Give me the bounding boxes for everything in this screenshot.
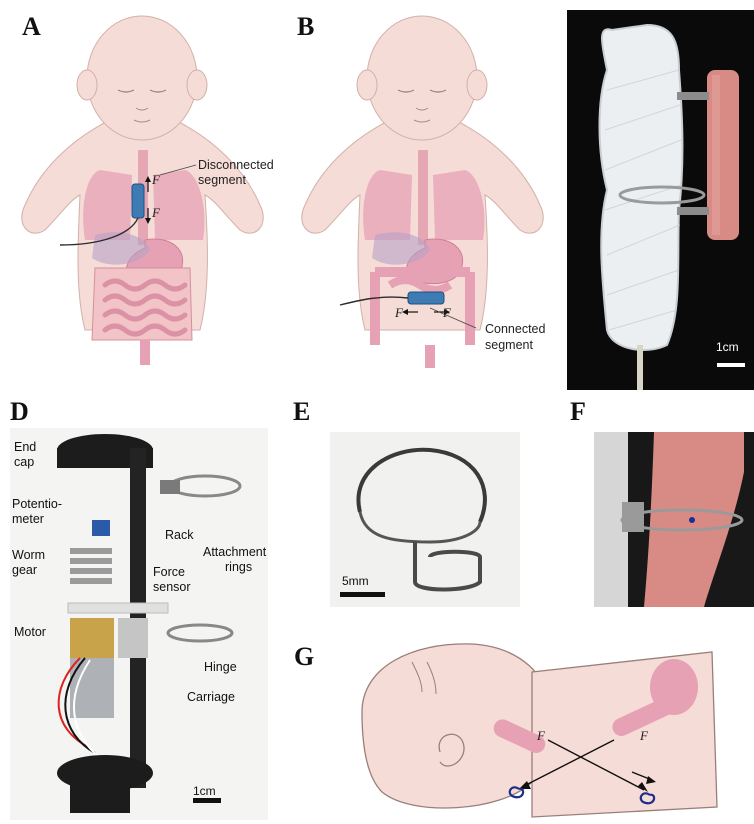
scale-bar-c-label: 1cm (716, 340, 739, 354)
infant-anatomy-disconnected (0, 0, 290, 380)
ring-on-tissue-photo (594, 432, 754, 607)
label-carriage: Carriage (187, 690, 235, 704)
label-potentiometer-1: Potentio- (12, 497, 62, 511)
label-attachment-rings-1: Attachment (203, 545, 266, 559)
force-label-b-right: F (443, 305, 451, 321)
device-on-tissue-photo (567, 10, 754, 390)
force-label-g-right: F (640, 728, 648, 744)
label-end-cap-1: End (14, 440, 36, 454)
label-hinge: Hinge (204, 660, 237, 674)
force-label-b-left: F (395, 305, 403, 321)
panel-c-photo (567, 10, 754, 390)
label-connected: Connected (485, 322, 545, 336)
label-connected-segment: segment (485, 338, 533, 352)
scale-bar-d-label: 1cm (193, 784, 216, 798)
label-disconnected: Disconnected (198, 158, 274, 172)
label-worm-gear-2: gear (12, 563, 37, 577)
force-label-g-left: F (537, 728, 545, 744)
label-disconnected-segment: segment (198, 173, 246, 187)
device-components-photo (10, 428, 268, 820)
label-end-cap-2: cap (14, 455, 34, 469)
panel-letter-f: F (570, 397, 586, 427)
label-potentiometer-2: meter (12, 512, 44, 526)
panel-letter-e: E (293, 397, 310, 427)
label-attachment-rings-2: rings (225, 560, 252, 574)
scale-bar-e-label: 5mm (342, 574, 369, 588)
panel-f-photo (594, 432, 754, 607)
label-force-sensor-1: Force (153, 565, 185, 579)
label-rack: Rack (165, 528, 193, 542)
panel-letter-g: G (294, 642, 314, 672)
infant-side-view (352, 632, 754, 824)
panel-g-illustration (352, 632, 754, 824)
panel-a-illustration (0, 0, 290, 380)
panel-d-photo (10, 428, 268, 820)
force-label-a-bottom: F (152, 205, 160, 221)
label-motor: Motor (14, 625, 46, 639)
force-label-a-top: F (152, 172, 160, 188)
panel-letter-d: D (10, 397, 29, 427)
label-force-sensor-2: sensor (153, 580, 191, 594)
label-worm-gear-1: Worm (12, 548, 45, 562)
